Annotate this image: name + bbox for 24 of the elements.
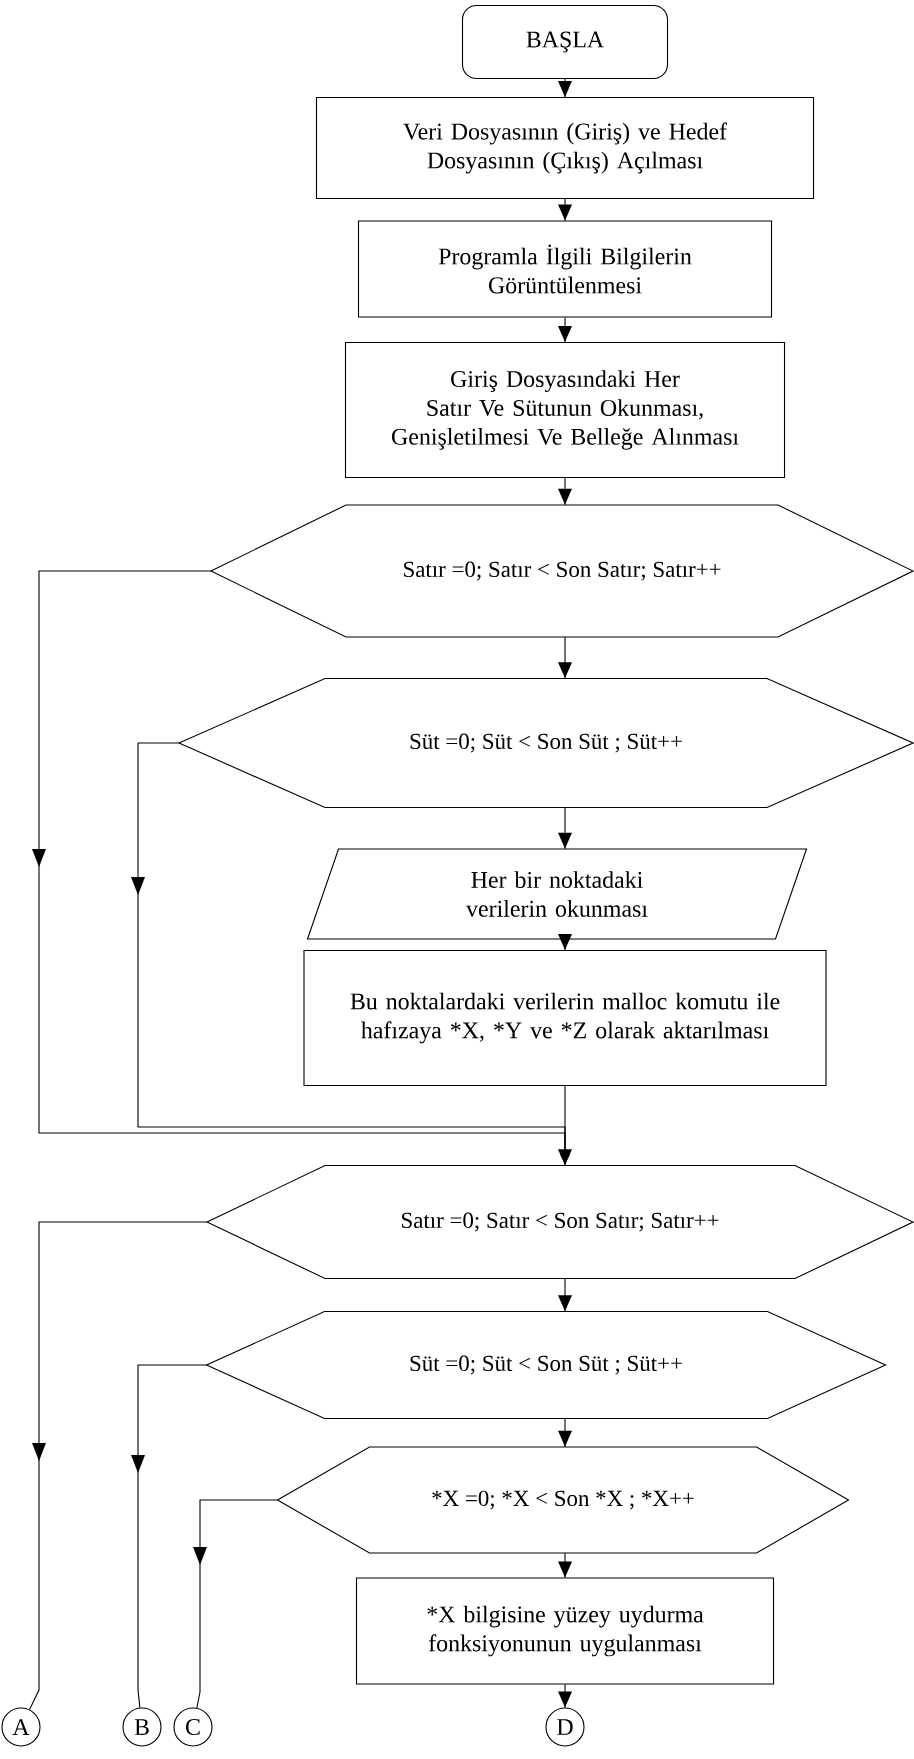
process-box: *X bilgisine yüzey uydurma fonksiyonunun uygulanması [355,1577,775,1685]
arrow [193,1499,278,1709]
arrow [558,198,572,221]
arrow [131,742,570,1164]
arrow [558,636,572,679]
arrow [558,1684,572,1708]
process-box: Veri Dosyasının (Giriş) ve Hedef Dosyasının (Çıkış) Açılması [315,96,815,200]
process-box: Bu noktalardaki verilerin malloc komutu ile hafızaya *X, *Y ve *Z olarak aktarılması [303,949,827,1087]
start-terminal: BAŞLA [461,4,669,80]
process-box: Programla İlgili Bilgilerin Görüntülenmesi [357,220,773,318]
arrow [558,78,572,98]
input-parallelogram: Her bir noktadaki verilerin okunması [306,848,808,940]
loop-hexagon: Süt =0; Süt < Son Süt ; Süt++ [205,1310,887,1420]
arrow [558,1418,572,1448]
arrow [558,1278,572,1312]
process-box: Giriş Dosyasındaki Her Satır Ve Sütunun Okunması, Genişletilmesi Ve Belleğe Alınması [344,341,786,479]
arrow [131,1364,207,1709]
arrow [558,477,572,506]
arrow [558,933,572,951]
arrow [558,317,572,343]
arrow [29,1221,208,1710]
loop-hexagon: *X =0; *X < Son *X ; *X++ [276,1446,850,1554]
arrow [558,807,572,850]
arrow [558,1552,572,1578]
